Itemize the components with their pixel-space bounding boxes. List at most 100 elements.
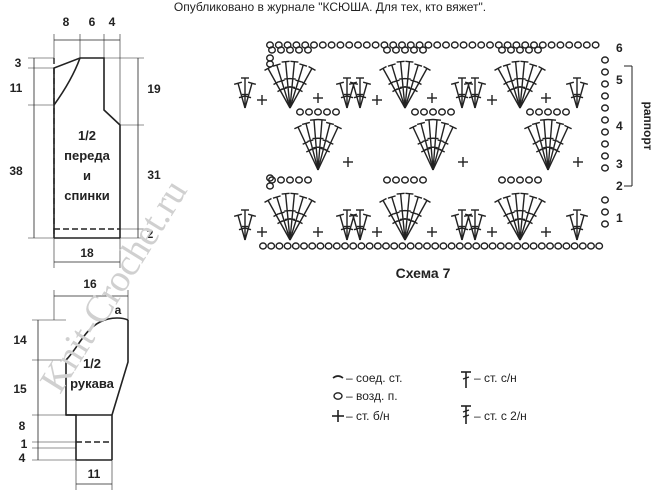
chain-stitch-mark: [447, 108, 456, 116]
row-number-2: 2: [616, 179, 623, 193]
chain-stitch-mark: [349, 242, 358, 250]
chain-stitch-mark: [529, 242, 538, 250]
chain-stitch-mark: [318, 41, 327, 49]
body-dim-left-3: 38: [9, 164, 23, 178]
stitch-top-bar: [233, 213, 243, 218]
chain-stitch-mark: [455, 242, 464, 250]
stitch-crossbar: [537, 139, 544, 143]
stitch-top-bar: [414, 63, 423, 67]
stitch-crossbar: [280, 87, 288, 91]
stitch-crossbar: [577, 227, 584, 231]
stitch-top-bar: [405, 60, 414, 63]
stitch-crossbar: [403, 86, 411, 89]
tall-stitch-mark: [276, 196, 291, 241]
stitch-top-bar: [538, 65, 546, 71]
chain-stitch-mark: [283, 242, 292, 250]
body-dim-left-2: 11: [10, 81, 23, 95]
chain-stitch-mark: [336, 41, 345, 49]
publication-note: Опубликовано в журнале "КСЮША. Для тех, …: [173, 0, 487, 14]
chain-stitch-mark: [266, 54, 275, 62]
chain-stitch-mark: [365, 242, 374, 250]
chain-stitch-mark: [562, 108, 571, 116]
stitch-top-bar: [290, 192, 299, 195]
stitch-top-bar: [565, 213, 575, 218]
chain-stitch-mark: [316, 242, 325, 250]
chain-stitch-mark: [562, 242, 571, 250]
stitch-crossbar: [510, 219, 518, 223]
chain-stitch-mark: [362, 41, 371, 49]
chain-stitch-mark: [601, 152, 610, 160]
tall-stitch-mark: [244, 215, 253, 241]
row-number-3: 3: [616, 157, 623, 171]
stitch-top-bar: [299, 195, 308, 199]
chain-stitch-mark: [574, 41, 583, 49]
tall-stitch-mark: [569, 215, 578, 241]
stitch-top-bar: [233, 81, 243, 86]
tall-stitch-mark: [317, 119, 323, 171]
stitch-top-bar: [494, 197, 502, 203]
sleeve-dim-left-2: 15: [13, 382, 27, 396]
stitch-top-bar: [247, 81, 257, 86]
body-label-line-4: спинки: [64, 188, 109, 203]
stitch-top-bar: [502, 195, 511, 199]
legend-double-crochet: – ст. с/н: [474, 371, 517, 385]
stitch-crossbar: [519, 77, 526, 80]
chain-stitch-mark: [459, 41, 468, 49]
stitch-crossbar: [273, 80, 280, 86]
stitch-crossbar: [399, 209, 406, 212]
stitch-crossbar: [238, 95, 245, 99]
chain-stitch-mark: [496, 242, 505, 250]
chain-stitch-mark: [389, 41, 398, 49]
chain-stitch-mark: [595, 242, 604, 250]
stitch-crossbar: [388, 80, 395, 86]
treble-crochet-icon: [461, 405, 471, 424]
tall-stitch-mark: [404, 196, 419, 241]
tall-stitch-mark: [399, 193, 406, 241]
tall-stitch-mark: [346, 83, 355, 109]
stitch-crossbar: [360, 227, 367, 231]
stitch-crossbar: [415, 80, 422, 86]
tall-stitch-mark: [420, 123, 434, 171]
stitch-top-bar: [463, 213, 473, 218]
tall-stitch-mark: [267, 200, 291, 241]
body-dim-top-3: 4: [109, 15, 116, 29]
stitch-top-bar: [247, 213, 257, 218]
stitch-crossbar: [422, 139, 429, 143]
stitch-crossbar: [300, 80, 307, 86]
stitch-crossbar: [503, 212, 510, 218]
stitch-crossbar: [526, 220, 533, 225]
stitch-crossbar: [510, 87, 518, 91]
chain-stitch-mark: [383, 176, 392, 184]
chain-stitch-mark: [546, 242, 555, 250]
stitch-crossbar: [288, 218, 296, 221]
stitch-top-bar: [294, 124, 302, 130]
stitch-crossbar: [415, 212, 422, 218]
stitch-crossbar: [519, 209, 526, 212]
stitch-crossbar: [278, 211, 285, 215]
chain-stitch-mark: [439, 242, 448, 250]
stitch-crossbar: [395, 87, 403, 91]
chain-stitch-mark: [438, 108, 447, 116]
stitch-top-bar: [308, 65, 316, 71]
chain-stitch-mark: [601, 196, 610, 204]
stitch-crossbar: [360, 95, 367, 99]
stitch-crossbar: [438, 148, 446, 153]
sleeve-dim-left-1: 14: [13, 333, 27, 347]
chain-stitch-mark: [538, 41, 547, 49]
chain-stitch-mark: [314, 108, 323, 116]
body-dim-right-2: 31: [147, 168, 161, 182]
stitch-crossbar: [437, 139, 444, 143]
tall-stitch-mark: [359, 83, 368, 109]
stitch-top-bar: [416, 121, 426, 126]
chain-stitch-mark: [304, 176, 313, 184]
body-neckline: [53, 57, 81, 106]
stitch-top-bar: [414, 195, 423, 199]
row-number-6: 6: [616, 41, 623, 55]
chain-stitch-mark: [292, 41, 301, 49]
tall-stitch-mark: [313, 119, 319, 171]
tall-stitch-mark: [391, 64, 406, 109]
tall-stitch-mark: [432, 119, 438, 171]
tall-stitch-mark: [461, 215, 470, 241]
tall-stitch-mark: [428, 119, 434, 171]
tall-stitch-mark: [404, 61, 411, 109]
